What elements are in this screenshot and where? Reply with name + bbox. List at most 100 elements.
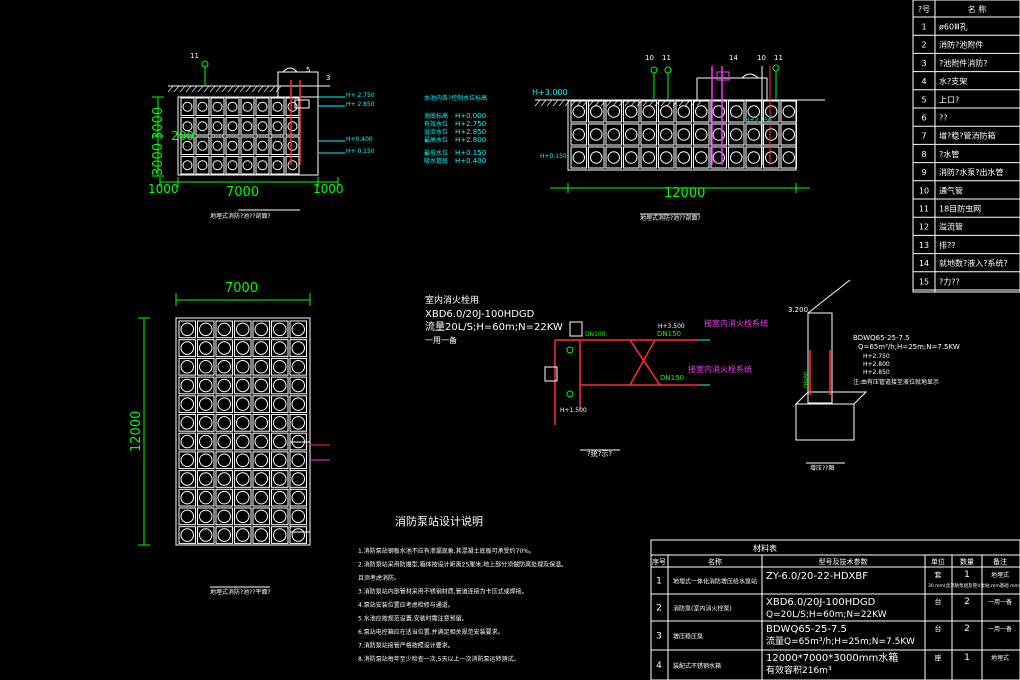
plan-cell — [234, 432, 252, 451]
tank-right-cell-ring — [765, 128, 778, 141]
plan-cell-ring — [236, 472, 250, 486]
tank-right-cell — [623, 123, 640, 146]
tank-left-cell — [210, 136, 225, 155]
elev-left-level-2: H+ 2.850 — [346, 101, 375, 108]
plan-cell-ring — [273, 322, 287, 337]
plan-cell — [252, 507, 270, 526]
plan-cell — [178, 376, 196, 395]
tank-left-cell-ring — [197, 140, 208, 151]
tank-left-cell-ring — [257, 140, 268, 151]
material-header: 数量 — [960, 557, 974, 566]
material-row-qty: 1 — [964, 570, 970, 580]
ground-hatch — [540, 99, 547, 107]
tank-right-cell-ring — [695, 105, 708, 118]
plan-cell-ring — [273, 453, 287, 467]
design-note-line: 4.泵站安装位置应考虑检修与通道。 — [358, 601, 454, 609]
plan-cell-ring — [199, 322, 213, 337]
plan-cell-ring — [273, 528, 287, 542]
plan-cell — [197, 320, 215, 339]
plan-cell — [178, 432, 196, 451]
pump-pipe-bot: DN150 — [660, 374, 684, 382]
tank-left-cell-ring — [272, 160, 283, 171]
booster-caption: 增压??图 — [810, 464, 834, 472]
plan-cell — [234, 414, 252, 432]
material-title: 材料表 — [753, 543, 777, 553]
plan-cell — [252, 451, 270, 470]
design-note-line: 8.消防泵站每年至少检查一次,5天以上一次消防泵运转测试。 — [358, 655, 519, 663]
tank-right-cell-ring — [782, 128, 795, 141]
tank-right-cell-ring — [572, 151, 585, 164]
legend-row-name: 就地数?液入?系统? — [939, 258, 1008, 268]
plan-cell — [197, 357, 215, 376]
material-header: 型号及技术参数 — [819, 557, 868, 566]
pump-note: 一用一备 — [425, 335, 457, 345]
tank-left-cell — [255, 97, 270, 116]
plan-cell-ring — [180, 434, 194, 449]
tank-left-cell-ring — [272, 101, 283, 112]
booster-spec: Q=65m³/h;H=25m;N=7.5KW — [858, 343, 960, 351]
tank-right-cell — [763, 123, 780, 146]
plan-cell — [252, 470, 270, 488]
tank-right-cell-ring — [782, 105, 795, 118]
tank-right-cell-ring — [765, 105, 778, 118]
plan-cell — [215, 470, 233, 488]
material-header: 序号 — [652, 557, 666, 566]
tank-left-cell — [210, 97, 225, 116]
plan-cell-ring — [199, 490, 213, 505]
elev-right-tag-3: 14 — [729, 54, 738, 62]
plan-cell-ring — [180, 416, 194, 430]
tank-right-cell-ring — [625, 151, 638, 164]
pump-level-b: H+1.500 — [560, 407, 587, 414]
tank-left-cell-ring — [197, 121, 208, 132]
legend-row-num: 8 — [921, 150, 926, 159]
plan-dim-width: 7000 — [225, 281, 258, 296]
plan-cell-ring — [199, 341, 213, 355]
plan-cell-ring — [217, 378, 231, 393]
elev-right-caption: 地埋式消防?池??剖面? — [640, 214, 701, 222]
elev-left-tag-2: 5 — [306, 66, 310, 74]
tank-left-cell-ring — [212, 121, 223, 132]
plan-cell — [178, 320, 196, 339]
plan-dim-height: 12000 — [129, 411, 144, 452]
tank-right-cell — [763, 146, 780, 169]
pump-model: XBD6.0/20J-100HDGD — [425, 309, 535, 320]
design-note-line: 5.水池应按规范设置,安装时需注意预留。 — [358, 615, 468, 623]
tank-left-cell — [255, 117, 270, 136]
tank-left-cell — [225, 136, 240, 155]
ground-hatch — [227, 85, 234, 93]
material-row-spec: BDWQ65-25-7.5 — [766, 624, 847, 635]
tank-left-cell — [195, 97, 210, 116]
elev-left-level-1: H+ 2.750 — [346, 92, 375, 99]
ground-hatch — [185, 85, 192, 93]
material-row-spec: ZY-6.0/20-22-HDXBF — [766, 571, 868, 582]
plan-cell-ring — [291, 472, 305, 486]
tank-right-cell-ring — [660, 128, 673, 141]
elev-right-tag-1: 10 — [645, 54, 654, 62]
tank-left-cell — [180, 136, 195, 155]
tank-right-cell-ring — [747, 105, 760, 118]
plan-cell — [197, 526, 215, 544]
level-note-value: H+2.800 — [455, 136, 486, 144]
material-row-unit: 台 — [935, 624, 942, 633]
plan-cell-ring — [217, 453, 231, 467]
plan-cell-ring — [236, 341, 250, 355]
plan-cell-ring — [180, 397, 194, 411]
legend-row-name: ?水管 — [939, 149, 959, 159]
plan-cell-ring — [254, 341, 268, 355]
booster-level-c: H+2.850 — [863, 369, 890, 376]
tank-left-cell — [240, 117, 255, 136]
ground-hatch — [245, 85, 252, 93]
ground-hatch — [167, 85, 174, 93]
tank-left-cell-ring — [287, 121, 298, 132]
tank-left-cell — [270, 117, 285, 136]
material-row-spec2: 有效容积216m³ — [766, 664, 832, 676]
tank-right-cell-ring — [607, 105, 620, 118]
plan-cell — [215, 432, 233, 451]
material-row-spec2: 流量Q=65m³/h;H=25m;N=7.5KW — [766, 635, 915, 647]
ground-hatch — [546, 99, 553, 107]
tank-left-cell-ring — [257, 121, 268, 132]
tank-right-cell-ring — [660, 105, 673, 118]
material-row-unit: 台 — [935, 597, 942, 606]
plan-cell — [178, 357, 196, 376]
tank-left-cell-ring — [242, 101, 253, 112]
